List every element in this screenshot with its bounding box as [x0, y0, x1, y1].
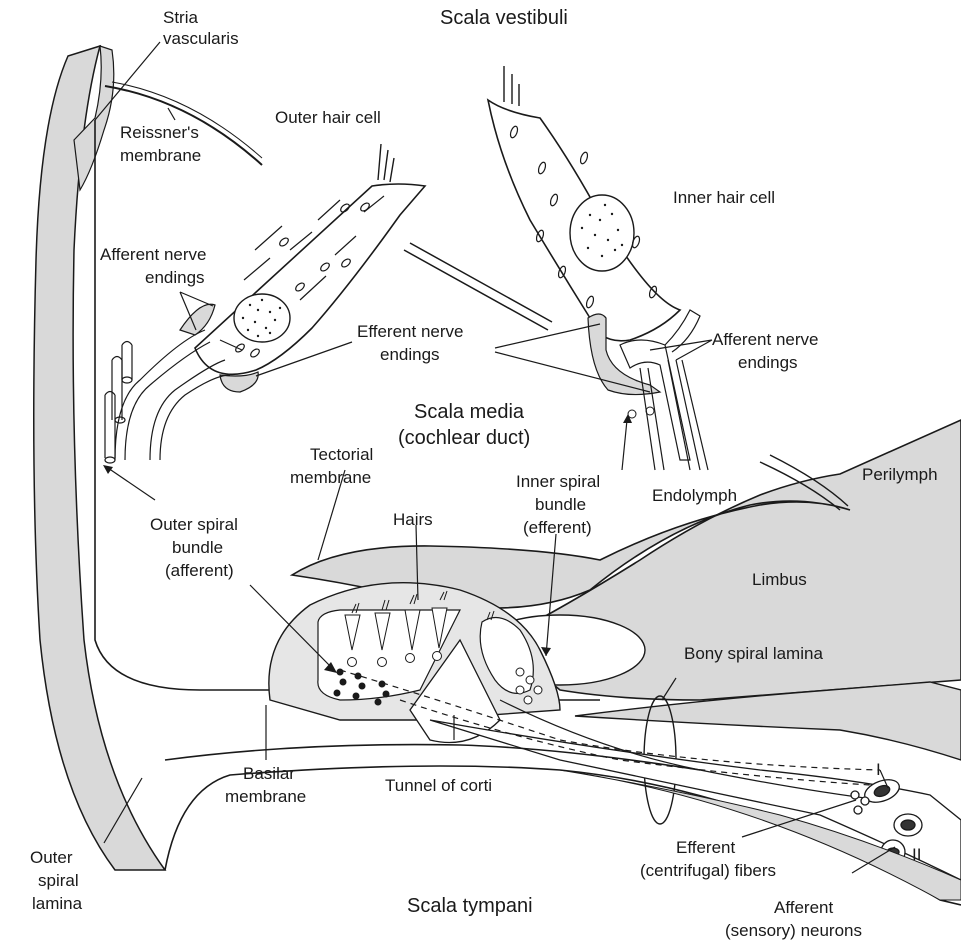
label-neuron-ii: II: [912, 845, 921, 865]
label-afferent-left-line1: Afferent nerve: [100, 245, 206, 265]
label-neuron-i: I: [876, 760, 881, 780]
outer-spiral-ligament: [34, 46, 165, 870]
reticular-membrane-segment: [404, 243, 552, 330]
label-efferent-endings-line2: endings: [380, 345, 440, 365]
label-outer-spiral-bundle-line3: (afferent): [165, 561, 234, 581]
label-outer-spiral-bundle-line2: bundle: [172, 538, 223, 558]
label-afferent-left-line2: endings: [145, 268, 205, 288]
label-outer-spiral-lamina-line2: spiral: [38, 871, 79, 891]
label-basilar-line1: Basilar: [243, 764, 295, 784]
label-inner-spiral-line1: Inner spiral: [516, 472, 600, 492]
label-afferent-right-line2: endings: [738, 353, 798, 373]
label-scala-media-line2: (cochlear duct): [398, 426, 530, 450]
label-inner-spiral-line3: (efferent): [523, 518, 592, 538]
label-inner-spiral-line2: bundle: [535, 495, 586, 515]
label-reissner-line2: membrane: [120, 146, 201, 166]
label-perilymph: Perilymph: [862, 465, 938, 485]
label-efferent-fibers-line1: Efferent: [676, 838, 735, 858]
lamina-hatching: [120, 740, 154, 776]
label-afferent-right-line1: Afferent nerve: [712, 330, 818, 350]
label-tectorial-line1: Tectorial: [310, 445, 373, 465]
label-afferent-neurons-line1: Afferent: [774, 898, 833, 918]
label-stria-line1: Stria: [163, 8, 198, 28]
label-inner-hair-cell: Inner hair cell: [673, 188, 775, 208]
label-outer-spiral-lamina-line3: lamina: [32, 894, 82, 914]
inner-hair-cell-large: [488, 66, 680, 341]
label-outer-spiral-bundle-line1: Outer spiral: [150, 515, 238, 535]
label-scala-vestibuli: Scala vestibuli: [440, 6, 568, 30]
label-limbus: Limbus: [752, 570, 807, 590]
label-basilar-line2: membrane: [225, 787, 306, 807]
label-scala-media-line1: Scala media: [414, 400, 524, 424]
label-hairs: Hairs: [393, 510, 433, 530]
afferent-endings-left: [180, 304, 215, 335]
label-scala-tympani: Scala tympani: [407, 894, 533, 918]
label-endolymph: Endolymph: [652, 486, 737, 506]
label-afferent-neurons-line2: (sensory) neurons: [725, 921, 862, 941]
label-efferent-endings-line1: Efferent nerve: [357, 322, 463, 342]
label-outer-spiral-lamina-line1: Outer: [30, 848, 73, 868]
label-reissner-line1: Reissner's: [120, 123, 199, 143]
label-stria-line2: vascularis: [163, 29, 239, 49]
label-outer-hair-cell: Outer hair cell: [275, 108, 381, 128]
label-efferent-fibers-line2: (centrifugal) fibers: [640, 861, 776, 881]
label-tunnel-of-corti: Tunnel of corti: [385, 776, 492, 796]
label-tectorial-line2: membrane: [290, 468, 371, 488]
label-bony-spiral-lamina: Bony spiral lamina: [684, 644, 823, 664]
